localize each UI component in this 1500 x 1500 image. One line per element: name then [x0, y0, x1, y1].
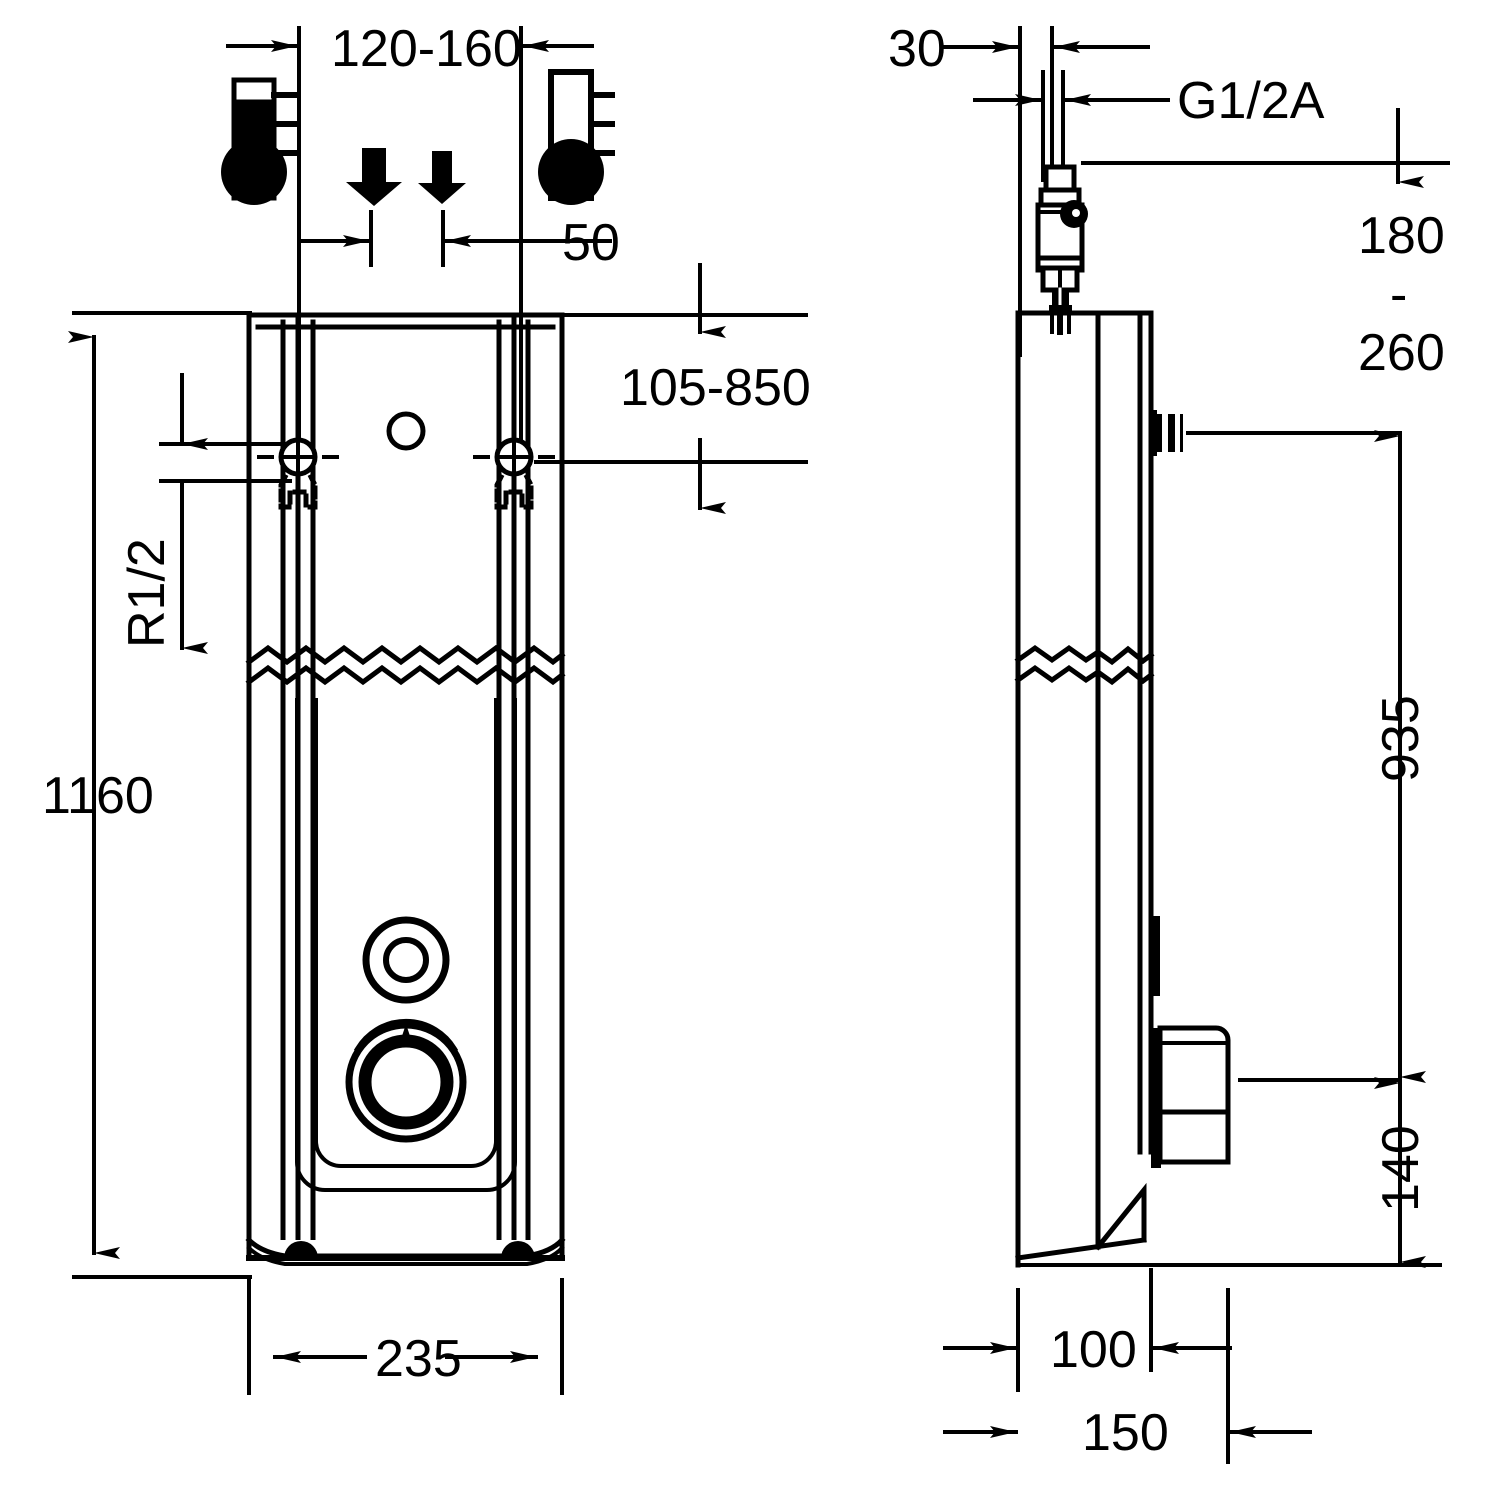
label-total-width: 235 — [375, 1330, 462, 1388]
down-arrow-icon-right — [418, 151, 466, 204]
dim-mount-height-range — [534, 263, 808, 514]
label-inlet-offset: 50 — [562, 214, 620, 272]
dim-outlet-height-range — [1081, 108, 1450, 188]
label-depth-lower: 150 — [1082, 1404, 1169, 1462]
label-depth-upper: 100 — [1050, 1321, 1137, 1379]
side-view — [943, 26, 1450, 1464]
label-connector-height: 935 — [1372, 695, 1430, 782]
side-foot — [1015, 1182, 1442, 1268]
front-base — [245, 1236, 566, 1266]
mount-point-right — [473, 437, 555, 510]
label-outlet-height-dash: - — [1390, 266, 1407, 324]
dimension-labels: 120-160 50 105-850 1160 R1/2 235 30 G1/2… — [42, 20, 1445, 1462]
break-line-side — [1014, 644, 1155, 686]
label-mount-height-range: 105-850 — [620, 359, 811, 417]
lower-recess-panel — [295, 698, 517, 1192]
label-total-height: 1160 — [42, 767, 154, 825]
break-line-front — [245, 644, 566, 686]
dim-total-width — [247, 1278, 564, 1395]
dim-top-offset — [943, 26, 1150, 357]
label-center-spacing: 120-160 — [331, 20, 522, 78]
down-arrow-icon-left — [346, 148, 402, 206]
dim-depth-upper — [943, 1268, 1232, 1392]
thermometer-filled-icon — [221, 77, 298, 205]
label-top-offset: 30 — [888, 20, 946, 78]
control-button-upper[interactable] — [362, 916, 450, 1004]
side-hose-connector — [1151, 410, 1402, 456]
front-view — [68, 26, 808, 1395]
dim-outlet-thread — [973, 70, 1170, 182]
outlet-valve-fitting — [1035, 164, 1088, 335]
upper-outlet-hole — [386, 411, 426, 451]
side-edge-strip — [1151, 916, 1160, 996]
dim-thread-spec — [159, 373, 292, 654]
label-base-height: 140 — [1372, 1125, 1430, 1212]
label-outlet-thread: G1/2A — [1177, 72, 1325, 130]
thermometer-empty-icon — [538, 69, 615, 205]
control-knob-lower[interactable] — [345, 1018, 467, 1143]
label-thread-spec: R1/2 — [118, 538, 176, 648]
dim-total-height — [68, 311, 252, 1279]
mount-point-left — [257, 437, 339, 510]
dim-depth-lower — [943, 1288, 1312, 1464]
label-outlet-height-top: 180 — [1358, 207, 1445, 265]
label-outlet-height-bottom: 260 — [1358, 324, 1445, 382]
side-base-box — [1151, 1025, 1402, 1168]
